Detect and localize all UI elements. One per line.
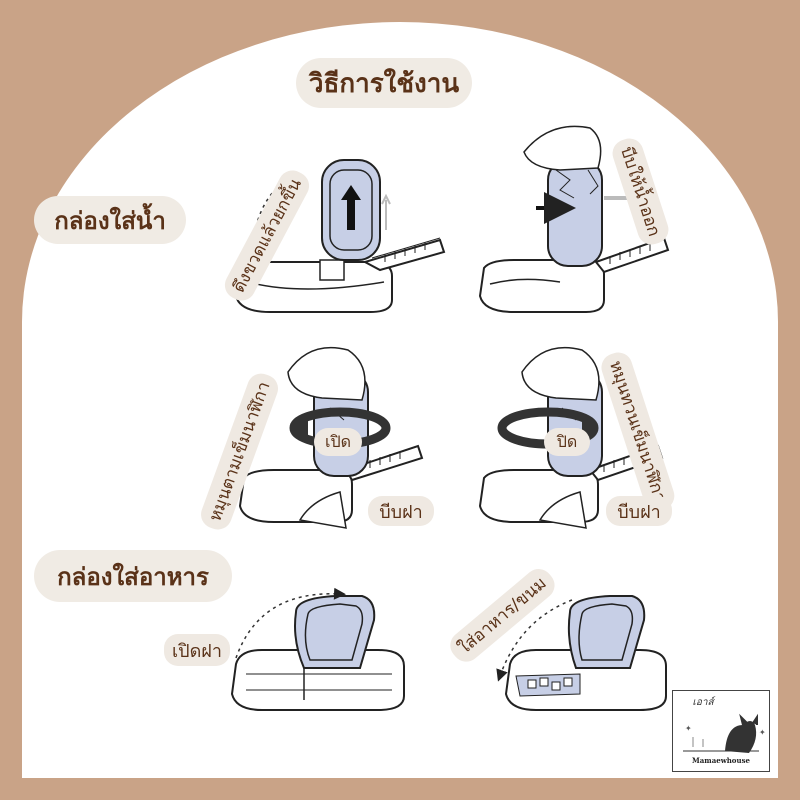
svg-text:✦: ✦: [685, 724, 692, 733]
close-label: ปิด: [544, 428, 590, 456]
open-lid-label: เปิดฝา: [164, 634, 230, 666]
step-open-lid-illustration: [230, 587, 405, 711]
step-squeeze-illustration: [478, 125, 670, 313]
page-title: วิธีการใช้งาน: [296, 58, 472, 108]
cat-icon: ✦ ✦: [683, 713, 766, 753]
section-food-label: กล่องใส่อาหาร: [34, 550, 232, 602]
logo-top-text: เอาส์: [692, 697, 714, 708]
logo-bottom-text: Mamaewhouse: [692, 756, 750, 765]
press-lid-label-left: บีบฝา: [368, 496, 434, 526]
step-lift-illustration: [234, 159, 446, 313]
brand-logo: เอาส์ ✦ ✦ Mamaewhouse: [672, 690, 770, 772]
svg-text:✦: ✦: [759, 728, 766, 737]
step-fill-food-illustration: [496, 595, 667, 711]
press-lid-label-right: บีบฝา: [606, 496, 672, 526]
section-water-label: กล่องใส่น้ำ: [34, 196, 186, 244]
open-label: เปิด: [314, 428, 362, 456]
